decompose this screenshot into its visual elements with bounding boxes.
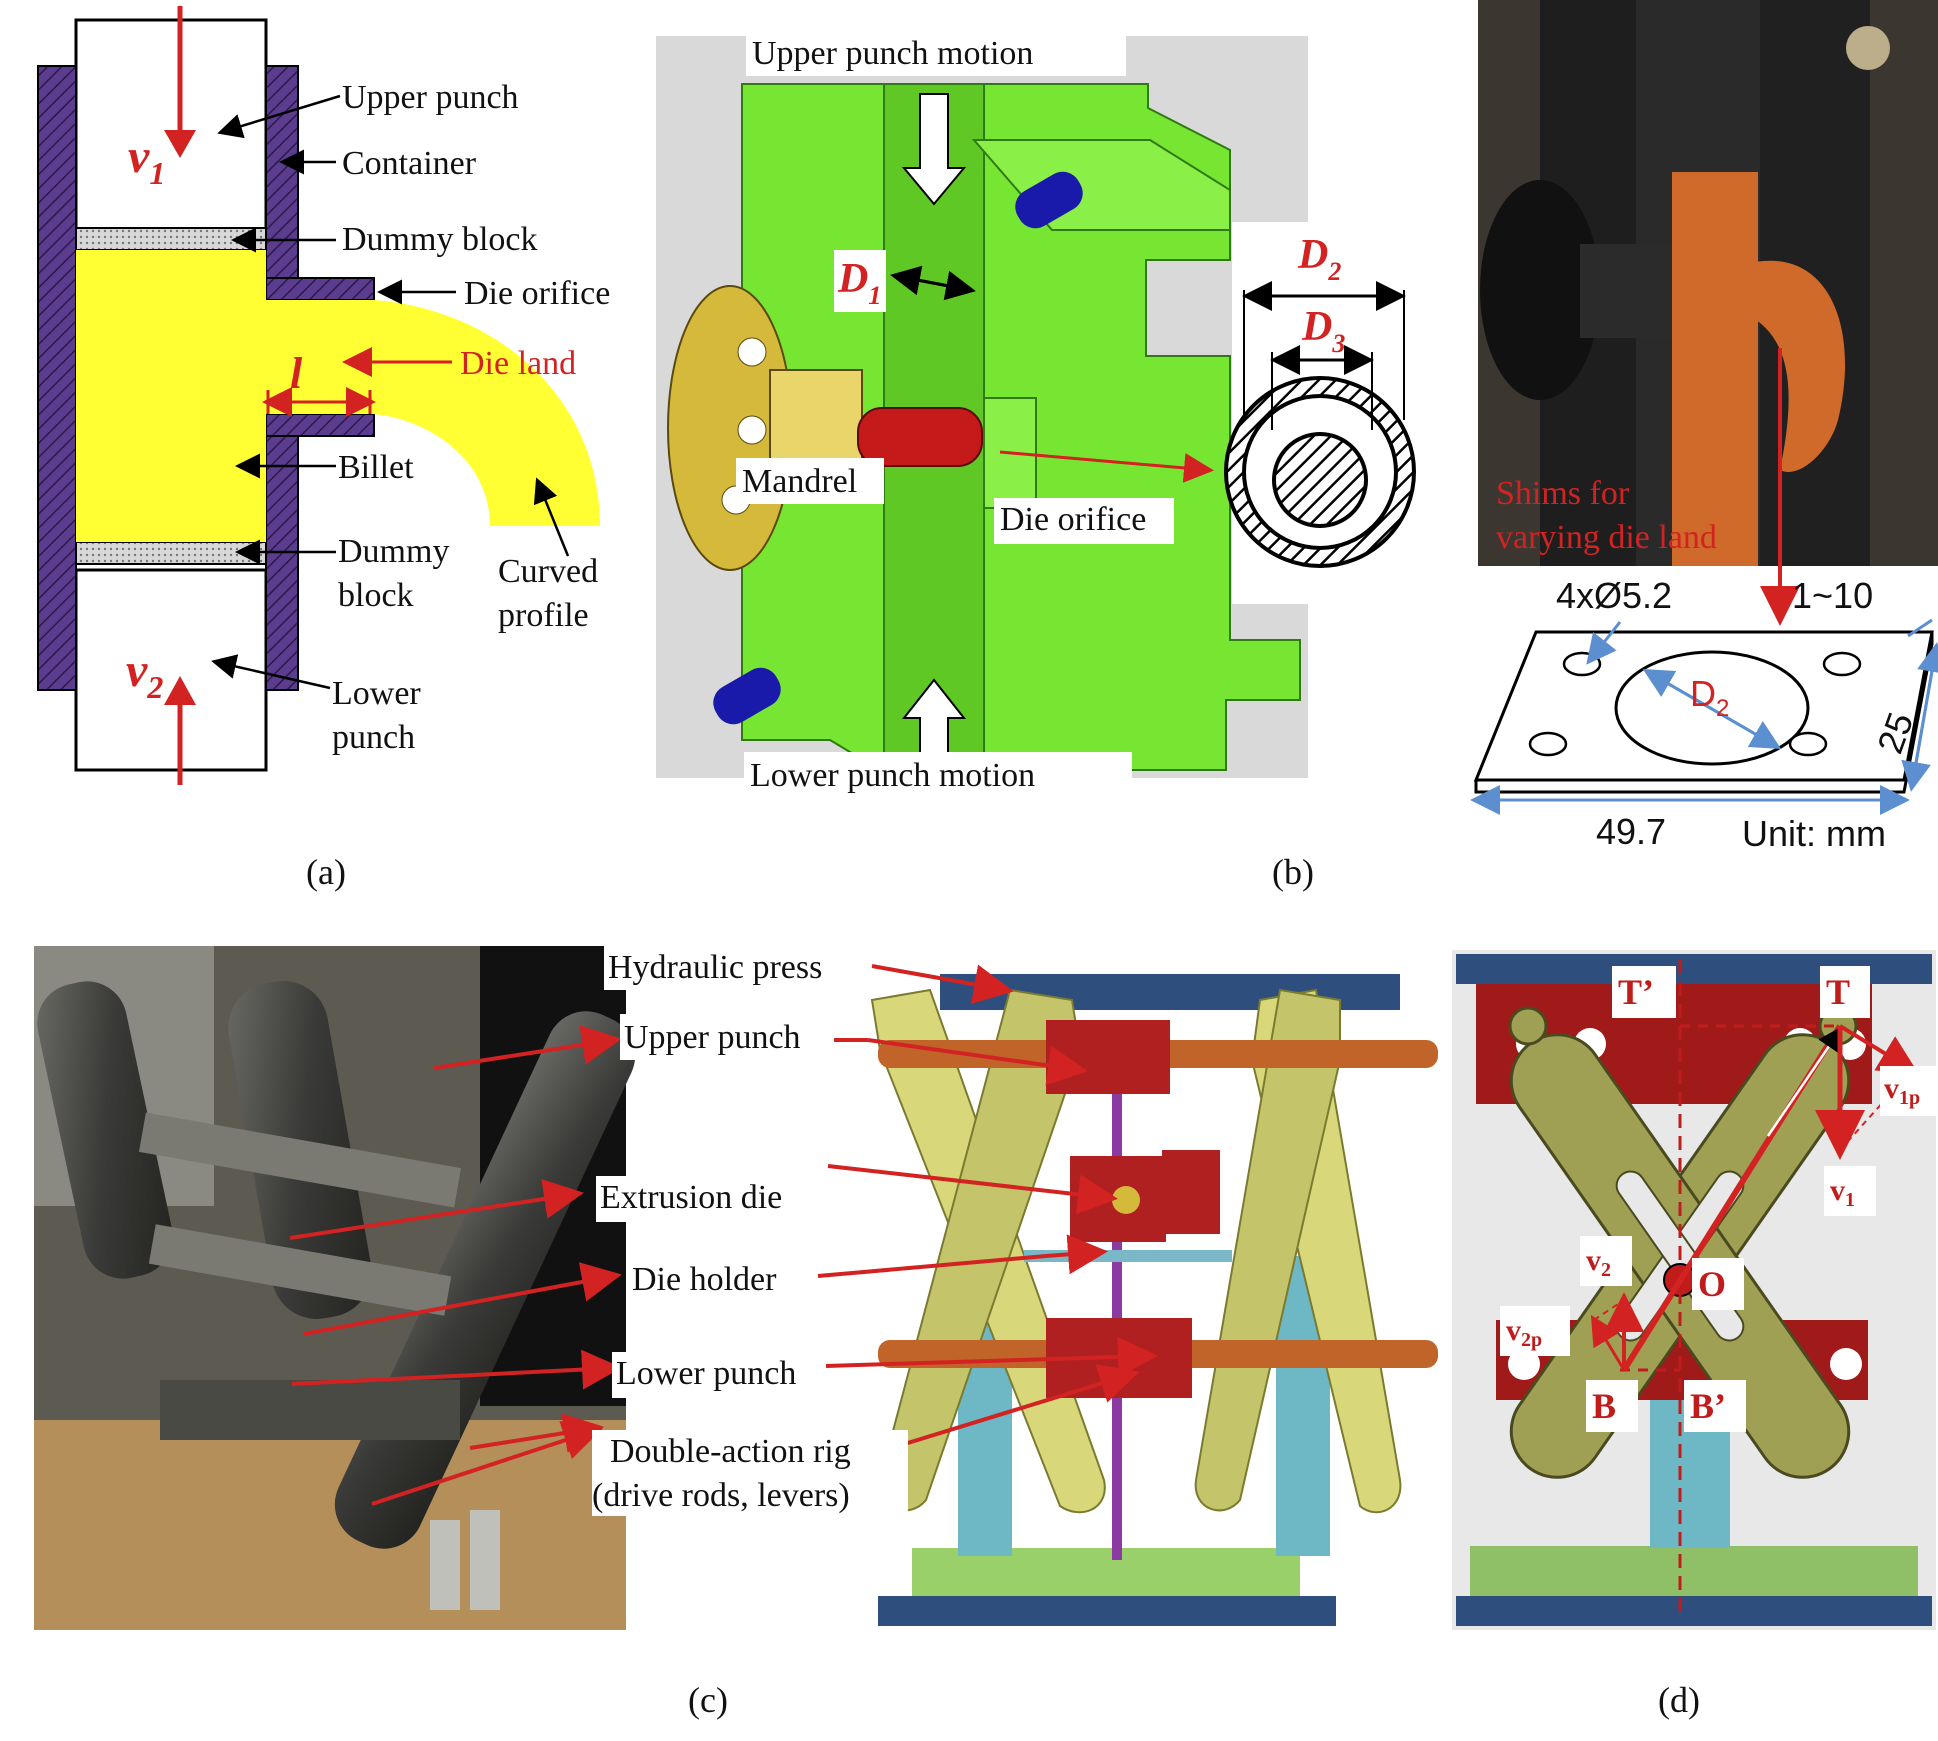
shims-label-1: Shims for bbox=[1496, 475, 1630, 512]
dummy-block-bottom-label-2: block bbox=[338, 577, 414, 614]
O-label: O bbox=[1698, 1264, 1726, 1304]
upper-motion-label: Upper punch motion bbox=[752, 35, 1033, 72]
lower-punch-label-2: punch bbox=[332, 719, 415, 756]
die-orifice-top bbox=[265, 277, 375, 301]
curved-profile-label-2: profile bbox=[498, 597, 589, 634]
dummy-block-top-label: Dummy block bbox=[342, 221, 537, 258]
billet bbox=[76, 250, 266, 542]
v2p-label: v2p bbox=[1506, 1314, 1542, 1351]
panel-b-photo: Shims for varying die land 4xØ5.2 1~10 D… bbox=[1470, 0, 1938, 854]
l-label: l bbox=[290, 349, 303, 398]
mandrel-section bbox=[1272, 432, 1368, 528]
dummy-block-bottom bbox=[75, 541, 267, 565]
d3-label: D3 bbox=[1301, 304, 1345, 358]
thickness-label: 1~10 bbox=[1792, 575, 1873, 616]
d2-label: D2 bbox=[1297, 232, 1341, 286]
die-holder-label: Die holder bbox=[632, 1261, 777, 1298]
pin-upper bbox=[1015, 171, 1083, 229]
d1-label: D1 bbox=[837, 256, 881, 310]
upper-motion-arrow bbox=[901, 93, 967, 206]
curved-profile-label-1: Curved bbox=[498, 553, 598, 590]
die-land-label: Die land bbox=[460, 345, 576, 382]
v1-d-label: v1 bbox=[1830, 1174, 1855, 1211]
lower-punch-c-label: Lower punch bbox=[616, 1355, 796, 1392]
wooden-pallet bbox=[34, 1420, 626, 1630]
caption-d: (d) bbox=[1658, 1680, 1700, 1720]
upper-punch-c-label: Upper punch bbox=[624, 1019, 801, 1056]
die-orifice-label: Die orifice bbox=[464, 275, 610, 312]
length-label: 49.7 bbox=[1596, 811, 1666, 852]
panel-b-cad: D1 Upper punch motion Lower punch motion… bbox=[656, 30, 1416, 892]
container-wall-right-bottom bbox=[265, 435, 299, 691]
container-wall-left bbox=[37, 65, 77, 691]
panel-c-photo bbox=[34, 946, 636, 1630]
unit-label: Unit: mm bbox=[1742, 813, 1886, 854]
pin-lower bbox=[713, 667, 781, 725]
press-plate-bottom bbox=[878, 1596, 1336, 1626]
container-label: Container bbox=[342, 145, 477, 182]
v1p-label: v1p bbox=[1884, 1072, 1920, 1109]
container-wall-right-top bbox=[265, 65, 299, 283]
B-prime-label: B’ bbox=[1690, 1386, 1726, 1426]
upper-punch-label: Upper punch bbox=[342, 79, 519, 116]
caption-a: (a) bbox=[306, 852, 346, 892]
rig-label-1: Double-action rig bbox=[610, 1433, 851, 1470]
lever-4 bbox=[1194, 988, 1341, 1512]
mandrel-label: Mandrel bbox=[742, 463, 857, 500]
v2-d-label: v2 bbox=[1586, 1244, 1611, 1281]
billet-label: Billet bbox=[338, 449, 414, 486]
upper-punch-block bbox=[1046, 1020, 1170, 1094]
die-orifice-b-label: Die orifice bbox=[1000, 501, 1146, 538]
shim-d2-label: D2 bbox=[1690, 673, 1729, 722]
v2-label: v2 bbox=[126, 644, 163, 705]
hydraulic-press-label: Hydraulic press bbox=[608, 949, 822, 986]
panel-c-cad: Hydraulic press Upper punch Extrusion di… bbox=[289, 944, 1438, 1720]
extrusion-die-label: Extrusion die bbox=[600, 1179, 782, 1216]
T-label: T bbox=[1826, 972, 1850, 1012]
T-prime-label: T’ bbox=[1618, 972, 1654, 1012]
lower-motion-label: Lower punch motion bbox=[750, 757, 1035, 794]
mandrel bbox=[857, 407, 983, 467]
caption-c: (c) bbox=[688, 1680, 728, 1720]
rig-label-2: (drive rods, levers) bbox=[592, 1477, 850, 1514]
dummy-block-bottom-label-1: Dummy bbox=[338, 533, 449, 570]
die-orifice-bottom bbox=[265, 413, 375, 437]
v1-label: v1 bbox=[128, 130, 165, 191]
holes-label: 4xØ5.2 bbox=[1556, 575, 1672, 616]
curved-profile bbox=[266, 300, 600, 526]
B-label: B bbox=[1592, 1386, 1616, 1426]
extruded-profile bbox=[1672, 172, 1758, 566]
panel-a-schematic: v1 v2 Upper punch Container Dummy block … bbox=[37, 6, 610, 892]
panel-d-kinematics: T’ T v1p v1 v2 O v2p B B’ (d) bbox=[1452, 950, 1938, 1720]
shims-label-2: varying die land bbox=[1496, 519, 1717, 556]
lower-punch-label-1: Lower bbox=[332, 675, 421, 712]
caption-b: (b) bbox=[1272, 852, 1314, 892]
